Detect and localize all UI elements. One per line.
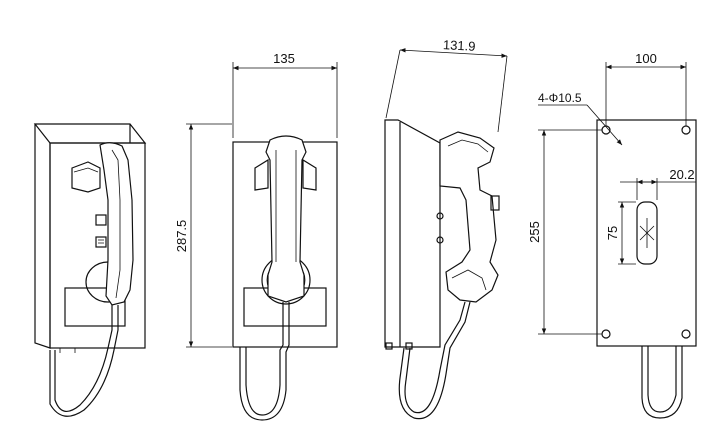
handset-side: [439, 131, 499, 303]
hook-right: [302, 158, 317, 191]
hole-leader: [586, 104, 623, 146]
side-view: 131.9: [384, 37, 508, 420]
side-body: [384, 119, 441, 348]
handset: [99, 142, 134, 306]
back-width-label: 100: [635, 51, 657, 66]
cord-front: [245, 302, 284, 416]
back-view: 100 4-Φ10.5 255 75 20.2: [527, 51, 697, 419]
back-plate: [596, 119, 697, 347]
hole-spacing-label: 255: [527, 221, 542, 243]
side-depth-label: 131.9: [443, 37, 476, 54]
cable-slot: [636, 201, 658, 265]
hook-cradle: [71, 161, 101, 193]
mount-hole-bl: [601, 329, 611, 339]
button-b: [95, 236, 107, 248]
front-height-label: 287.5: [174, 220, 189, 253]
hole-label: 4-Φ10.5: [538, 91, 582, 105]
top-face: [33, 123, 147, 144]
mount-hole-br: [681, 329, 691, 339]
cord-back: [647, 346, 677, 413]
label-plate: [64, 287, 126, 327]
button-a: [95, 214, 107, 226]
front-view: 135 287.5: [174, 51, 338, 421]
front-width-label: 135: [273, 51, 295, 66]
cord: [54, 305, 113, 412]
slot-offset-label: 20.2: [669, 167, 694, 182]
cord-side: [404, 301, 466, 414]
mount-hole-tr: [681, 125, 691, 135]
hook-left: [254, 158, 269, 191]
slot-height-label: 75: [605, 226, 620, 240]
front-face: [49, 142, 146, 349]
side-depth-dimension: [399, 48, 508, 58]
side-face: [34, 124, 51, 349]
perspective-view: [33, 123, 147, 417]
handset-front: [265, 135, 307, 303]
